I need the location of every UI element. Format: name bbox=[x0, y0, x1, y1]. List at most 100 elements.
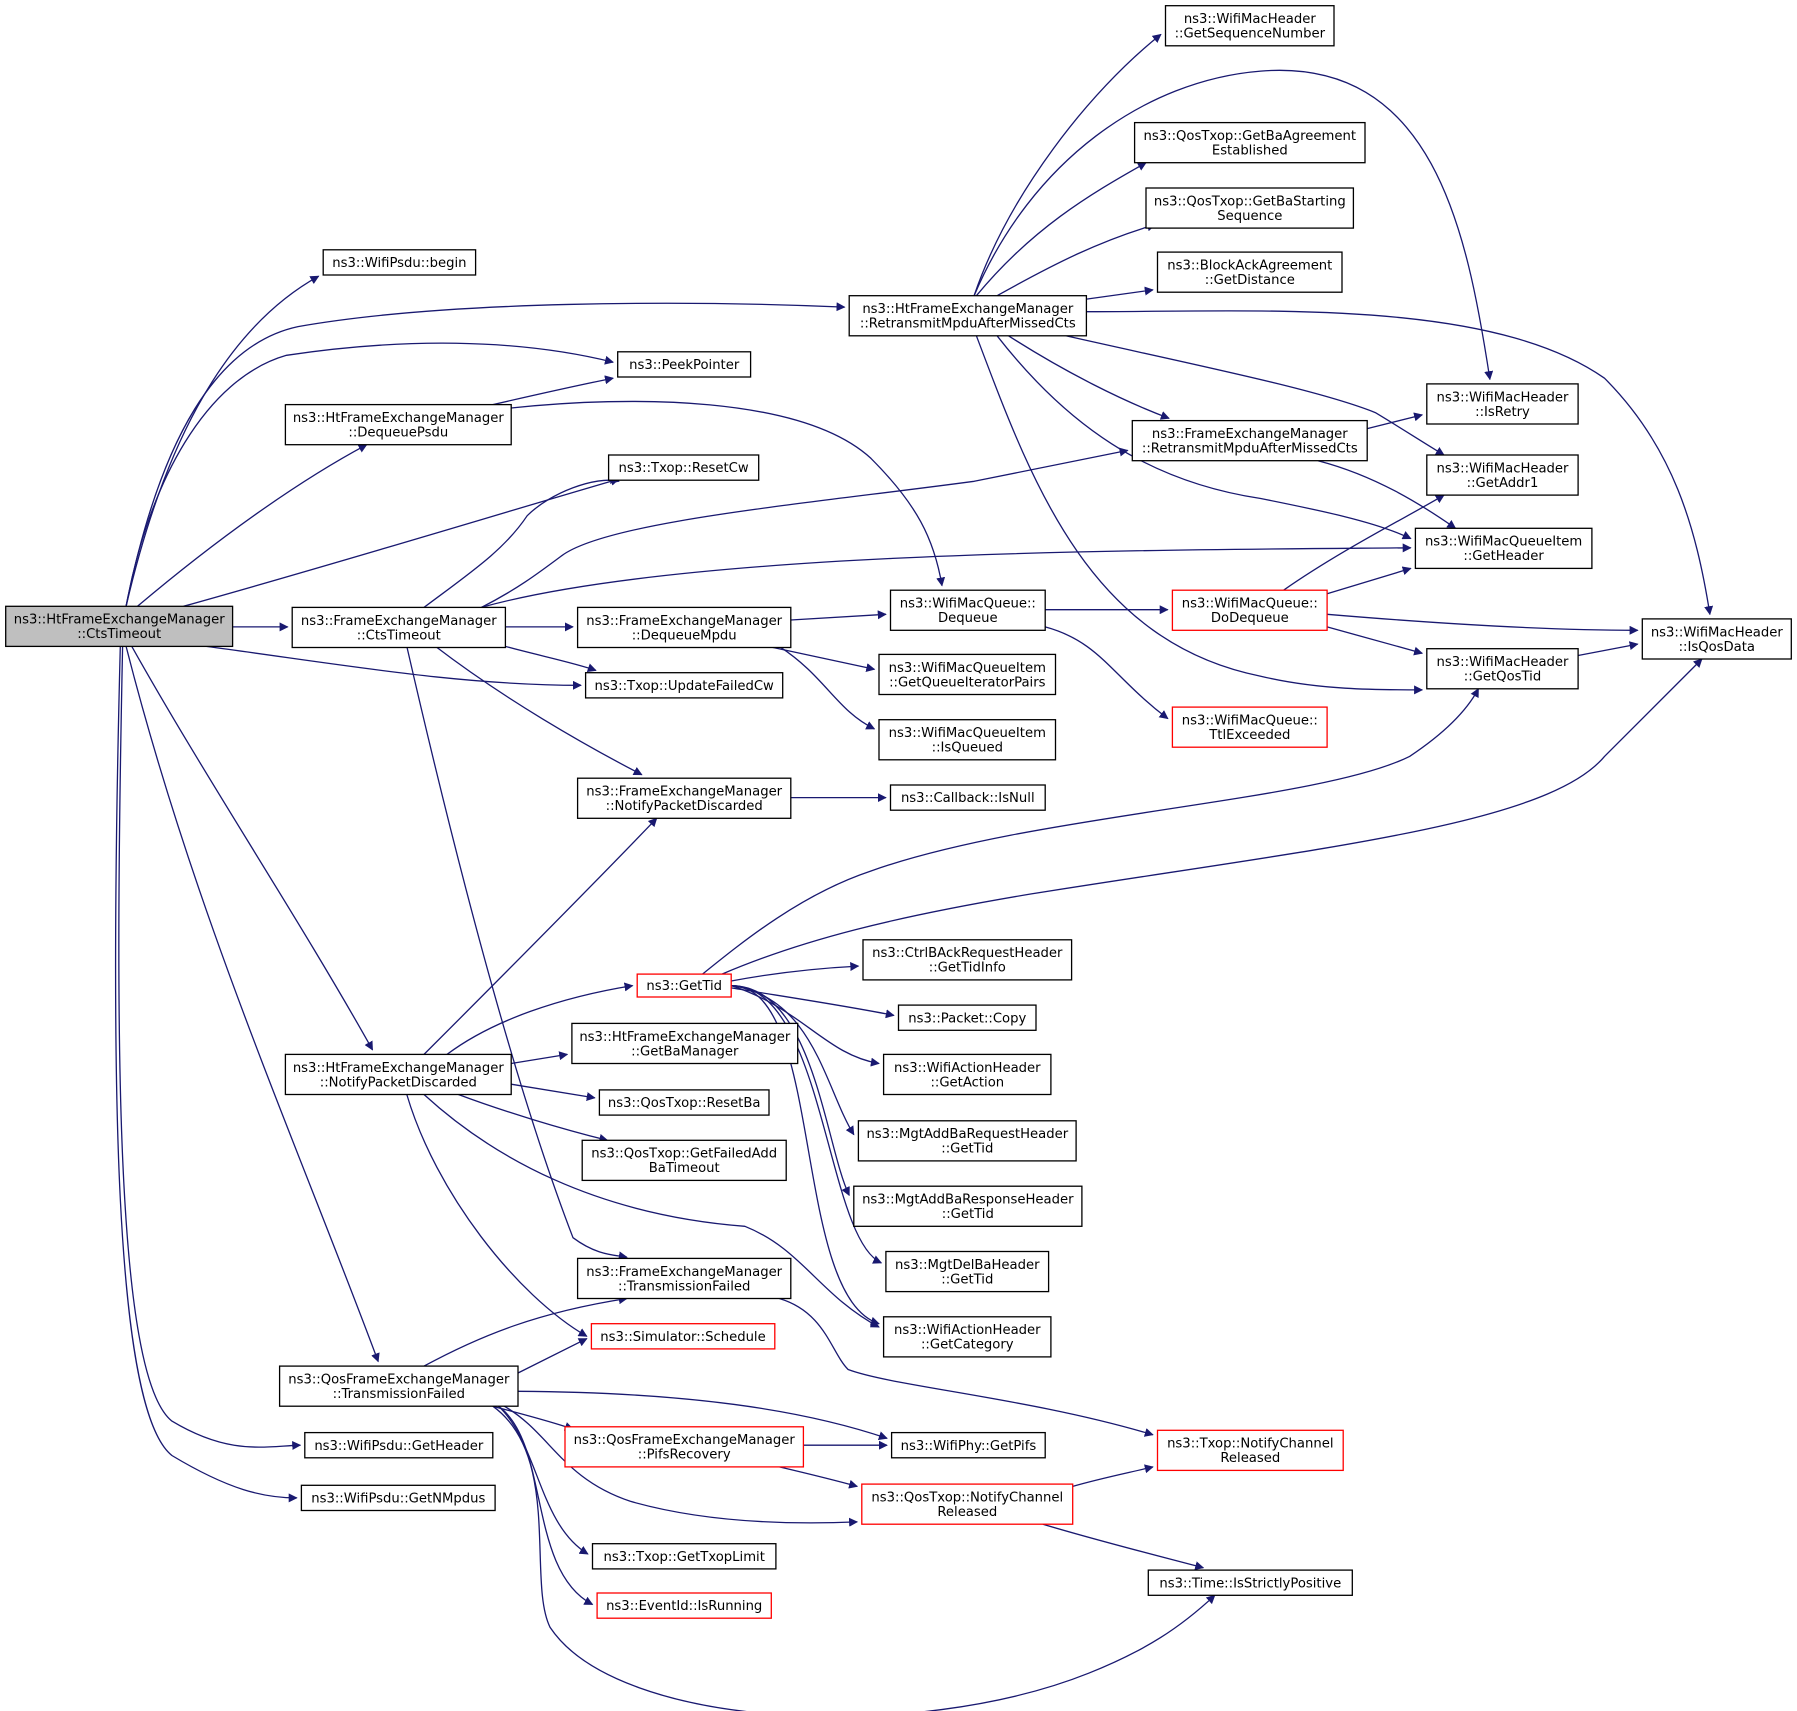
node-label: ::GetQosTid bbox=[1464, 670, 1541, 685]
node-label: ns3::Txop::GetTxopLimit bbox=[604, 1550, 765, 1565]
node-root[interactable]: ns3::HtFrameExchangeManager::CtsTimeout bbox=[5, 605, 234, 648]
node-wmh-getqostid[interactable]: ns3::WifiMacHeader::GetQosTid bbox=[1426, 648, 1579, 690]
call-arrow bbox=[406, 646, 628, 1261]
node-wmh-getaddr1[interactable]: ns3::WifiMacHeader::GetAddr1 bbox=[1426, 454, 1579, 496]
call-edge-wifimacqueue_dodequeue-to-wmqi_getheader bbox=[1326, 566, 1412, 595]
call-edge-qosfem_transmissionfailed-to-wifiphy_getpifs bbox=[517, 1390, 888, 1440]
node-txop-resetcw[interactable]: ns3::Txop::ResetCw bbox=[607, 454, 760, 481]
node-box bbox=[278, 1365, 519, 1407]
node-wifipsdu-getheader[interactable]: ns3::WifiPsdu::GetHeader bbox=[304, 1431, 494, 1459]
call-edge-qosfem_transmissionfailed-to-qosfem_pifsrecovery bbox=[492, 1405, 574, 1431]
call-arrow bbox=[1042, 1523, 1205, 1571]
node-wifiactionheader-getcategory[interactable]: ns3::WifiActionHeader::GetCategory bbox=[882, 1316, 1052, 1358]
node-box bbox=[1145, 187, 1355, 229]
node-mgtaddbarequest-gettid[interactable]: ns3::MgtAddBaRequestHeader::GetTid bbox=[857, 1120, 1077, 1162]
node-wifipsdu-begin[interactable]: ns3::WifiPsdu::begin bbox=[322, 249, 477, 276]
call-edge-ht_retransmit-to-qostxop_getbastartingsequence bbox=[996, 222, 1157, 297]
node-mgtaddbaresponse-gettid[interactable]: ns3::MgtAddBaResponseHeader::GetTid bbox=[853, 1185, 1083, 1227]
node-qosfem-pifsrecovery[interactable]: ns3::QosFrameExchangeManager::PifsRecove… bbox=[564, 1426, 805, 1468]
node-eventid-isrunning[interactable]: ns3::EventId::IsRunning bbox=[596, 1592, 772, 1619]
node-blockackagreement-getdistance[interactable]: ns3::BlockAckAgreement::GetDistance bbox=[1156, 251, 1343, 293]
node-fem-dequeuempdu[interactable]: ns3::FrameExchangeManager::DequeueMpdu bbox=[576, 606, 792, 649]
node-packet-copy[interactable]: ns3::Packet::Copy bbox=[897, 1004, 1037, 1031]
node-box bbox=[1156, 1429, 1344, 1472]
call-arrow bbox=[423, 1295, 628, 1367]
node-ht-getbamanager[interactable]: ns3::HtFrameExchangeManager::GetBaManage… bbox=[571, 1022, 799, 1065]
call-arrow bbox=[973, 69, 1494, 381]
call-edge-fem_ctstimeout-to-fem_retransmit bbox=[481, 447, 1129, 608]
call-edge-root-to-ht_notifypacketdiscarded bbox=[131, 646, 374, 1051]
call-edge-ht_retransmit-to-wmh_getsequencenumber bbox=[973, 33, 1162, 296]
node-box bbox=[1147, 1569, 1353, 1596]
node-label: ns3::QosTxop::GetFailedAdd bbox=[591, 1147, 777, 1162]
node-fem-ctstimeout[interactable]: ns3::FrameExchangeManager::CtsTimeout bbox=[291, 606, 507, 649]
node-peekpointer[interactable]: ns3::PeekPointer bbox=[617, 351, 752, 378]
node-ht-notifypacketdiscarded[interactable]: ns3::HtFrameExchangeManager::NotifyPacke… bbox=[284, 1053, 512, 1096]
node-wifiphy-getpifs[interactable]: ns3::WifiPhy::GetPifs bbox=[890, 1431, 1046, 1459]
node-callback-isnull[interactable]: ns3::Callback::IsNull bbox=[889, 784, 1046, 811]
node-simulator-schedule[interactable]: ns3::Simulator::Schedule bbox=[590, 1323, 776, 1350]
call-edge-qosfem_pifsrecovery-to-qostxop_notifychannelreleased bbox=[779, 1466, 859, 1489]
node-time-isstrictlypositive[interactable]: ns3::Time::IsStrictlyPositive bbox=[1147, 1569, 1353, 1596]
node-gettid[interactable]: ns3::GetTid bbox=[636, 973, 732, 998]
call-arrow bbox=[779, 1297, 1154, 1437]
node-label: ::GetCategory bbox=[921, 1338, 1014, 1353]
call-edge-root-to-txop_resetcw bbox=[183, 476, 620, 607]
call-arrow bbox=[481, 543, 1412, 609]
node-box bbox=[284, 403, 512, 446]
node-fem-retransmit[interactable]: ns3::FrameExchangeManager::RetransmitMpd… bbox=[1131, 419, 1368, 462]
node-wifipsdu-getnmpdus[interactable]: ns3::WifiPsdu::GetNMpdus bbox=[300, 1484, 496, 1512]
call-arrow bbox=[206, 645, 582, 690]
node-label: ns3::WifiPsdu::GetHeader bbox=[314, 1439, 484, 1454]
node-wifimacqueue-dodequeue[interactable]: ns3::WifiMacQueue::DoDequeue bbox=[1171, 589, 1328, 631]
node-box bbox=[584, 672, 784, 699]
node-ht-dequeuepsdu[interactable]: ns3::HtFrameExchangeManager::DequeuePsdu bbox=[284, 403, 512, 446]
node-label: ns3::FrameExchangeManager bbox=[1152, 427, 1348, 442]
node-wmqi-isqueued[interactable]: ns3::WifiMacQueueItem::IsQueued bbox=[878, 719, 1057, 761]
call-edge-root-to-qosfem_transmissionfailed bbox=[125, 646, 380, 1363]
node-ht-retransmit[interactable]: ns3::HtFrameExchangeManager::RetransmitM… bbox=[848, 295, 1088, 337]
node-txop-gettxoplimit[interactable]: ns3::Txop::GetTxopLimit bbox=[591, 1543, 777, 1570]
node-box bbox=[878, 719, 1057, 761]
node-label: ::GetHeader bbox=[1463, 549, 1544, 564]
call-arrow bbox=[498, 1405, 589, 1555]
node-wmh-getsequencenumber[interactable]: ns3::WifiMacHeader::GetSequenceNumber bbox=[1164, 5, 1335, 47]
node-wmh-isqosdata[interactable]: ns3::WifiMacHeader::IsQosData bbox=[1641, 618, 1792, 660]
node-ctrlbackrequest-gettidinfo[interactable]: ns3::CtrlBAckRequestHeader::GetTidInfo bbox=[862, 939, 1073, 981]
node-label: ::NotifyPacketDiscarded bbox=[320, 1075, 477, 1090]
node-label: ::DequeueMpdu bbox=[632, 628, 737, 643]
call-arrow bbox=[118, 646, 302, 1450]
node-wmqi-getqueueiteratorpairs[interactable]: ns3::WifiMacQueueItem::GetQueueIteratorP… bbox=[878, 653, 1057, 696]
node-wifimacqueue-dequeue[interactable]: ns3::WifiMacQueue::Dequeue bbox=[889, 589, 1046, 631]
node-label: ns3::WifiActionHeader bbox=[894, 1323, 1041, 1338]
node-label: ns3::WifiMacHeader bbox=[1437, 390, 1570, 405]
call-arrow bbox=[973, 33, 1162, 296]
call-edge-ht_notifypacketdiscarded-to-wifiactionheader_getcategory bbox=[423, 1094, 880, 1328]
node-label: ns3::QosTxop::NotifyChannel bbox=[871, 1491, 1063, 1506]
node-fem-notifypacketdiscarded[interactable]: ns3::FrameExchangeManager::NotifyPacketD… bbox=[576, 777, 792, 819]
node-wmqi-getheader[interactable]: ns3::WifiMacQueueItem::GetHeader bbox=[1414, 527, 1593, 570]
node-label: ns3::FrameExchangeManager bbox=[301, 614, 497, 629]
call-edge-root-to-wifipsdu_getheader bbox=[118, 646, 302, 1450]
node-wifiactionheader-getaction[interactable]: ns3::WifiActionHeader::GetAction bbox=[882, 1053, 1052, 1096]
node-fem-transmissionfailed[interactable]: ns3::FrameExchangeManager::TransmissionF… bbox=[576, 1257, 792, 1300]
node-box bbox=[1426, 648, 1579, 690]
call-arrow bbox=[137, 444, 368, 607]
node-box bbox=[889, 589, 1046, 631]
node-txop-updatefailedcw[interactable]: ns3::Txop::UpdateFailedCw bbox=[584, 672, 784, 699]
call-arrow bbox=[1577, 641, 1639, 657]
node-label: BaTimeout bbox=[649, 1161, 720, 1176]
node-box bbox=[636, 973, 732, 998]
node-wifimacqueue-ttlexceeded[interactable]: ns3::WifiMacQueue::TtlExceeded bbox=[1171, 706, 1328, 748]
call-arrow bbox=[423, 1094, 880, 1328]
node-qostxop-resetba[interactable]: ns3::QosTxop::ResetBa bbox=[598, 1089, 770, 1116]
node-mgtdelba-gettid[interactable]: ns3::MgtDelBaHeader::GetTid bbox=[885, 1250, 1050, 1293]
node-label: ::IsRetry bbox=[1475, 405, 1530, 420]
node-wmh-isretry[interactable]: ns3::WifiMacHeader::IsRetry bbox=[1426, 383, 1579, 425]
node-qosfem-transmissionfailed[interactable]: ns3::QosFrameExchangeManager::Transmissi… bbox=[278, 1365, 519, 1407]
